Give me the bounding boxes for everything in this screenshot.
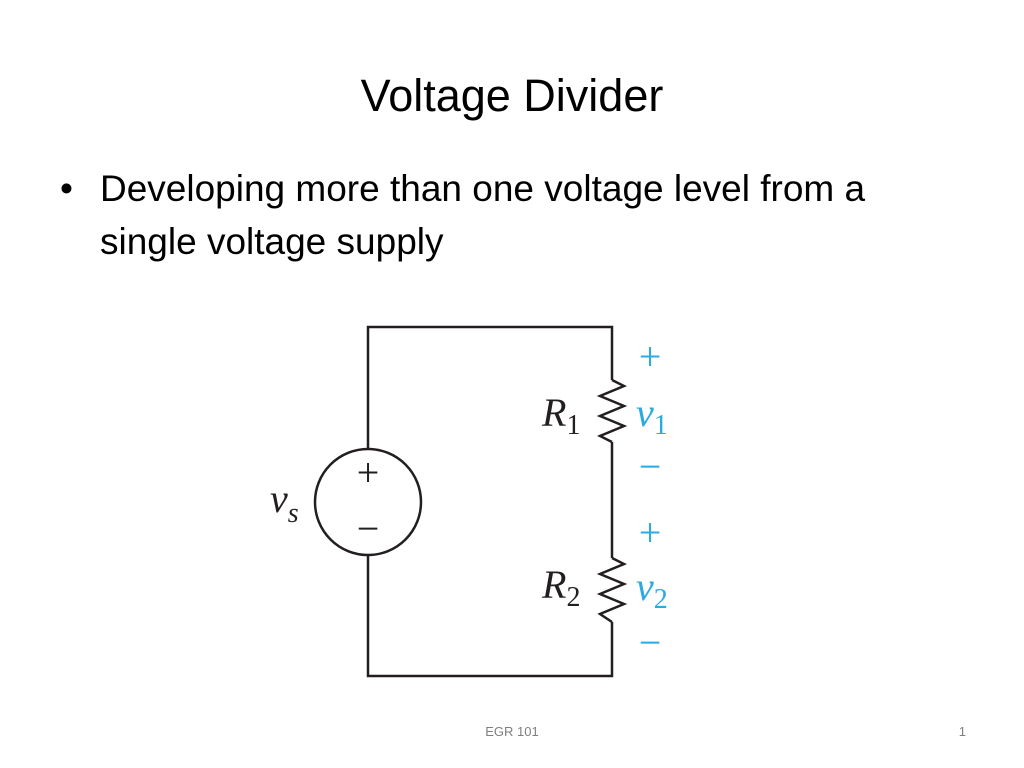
source-plus: + — [357, 450, 380, 495]
slide-title: Voltage Divider — [360, 70, 664, 121]
r2-label: R2 — [541, 562, 580, 613]
resistor-r1-icon — [596, 378, 628, 444]
bullet-text: Developing more than one voltage level f… — [100, 168, 866, 262]
source-minus: − — [357, 506, 380, 551]
voltage-source-icon — [313, 447, 423, 557]
v1-label: v1 — [636, 390, 668, 441]
source-label-main: v — [270, 476, 288, 521]
bottom-wire — [366, 555, 614, 678]
r1-label-sub: 1 — [566, 410, 580, 441]
footer-course: EGR 101 — [485, 724, 539, 739]
bullet-marker: • — [60, 168, 73, 209]
v2-minus: − — [639, 620, 662, 665]
r1-label-main: R — [541, 390, 566, 435]
r2-label-sub: 2 — [566, 582, 580, 613]
v1-label-sub: 1 — [654, 410, 668, 441]
source-label: vs — [270, 476, 299, 529]
v2-label-sub: 2 — [654, 584, 668, 615]
resistor-r2-icon — [596, 556, 628, 624]
circuit-wires — [313, 325, 628, 678]
source-label-sub: s — [288, 498, 299, 529]
page-number: 1 — [958, 724, 966, 739]
top-wire — [366, 325, 614, 448]
v1-label-main: v — [636, 390, 654, 435]
v2-label-main: v — [636, 564, 654, 609]
r2-label-main: R — [541, 562, 566, 607]
r1-label: R1 — [541, 390, 580, 441]
bullet-list: • Developing more than one voltage level… — [60, 162, 960, 268]
v1-minus: − — [639, 444, 662, 489]
v1-plus: + — [639, 334, 662, 379]
voltage-divider-circuit: + − vs R1 R2 + v1 − + v2 − — [270, 325, 668, 678]
v2-plus: + — [639, 510, 662, 555]
bullet-item: • Developing more than one voltage level… — [60, 162, 960, 268]
v2-label: v2 — [636, 564, 668, 615]
